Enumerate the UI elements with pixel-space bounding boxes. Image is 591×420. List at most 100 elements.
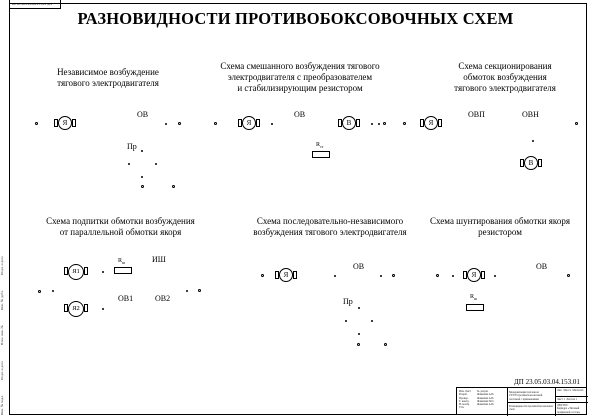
terminal (436, 274, 439, 277)
terminal (567, 274, 570, 277)
field-winding-label: ОВ (137, 110, 149, 119)
title-block: Изм. Лист Разраб. Провер. Т. контр. Н. к… (456, 387, 588, 416)
node-dot (378, 123, 380, 125)
brush (84, 267, 88, 275)
node-dot (102, 271, 104, 273)
brush (438, 119, 442, 127)
node-dot (102, 308, 104, 310)
shunt-resistor (466, 304, 484, 311)
terminal (261, 274, 264, 277)
field-winding-2-label: ОВ2 (155, 294, 171, 303)
tb-sign-col: № докум. Фамилия А.И. Фамилия А.И. Фамил… (477, 390, 495, 407)
terminal (214, 122, 217, 125)
terminal (198, 289, 201, 292)
terminal (392, 274, 395, 277)
inductive-shunt-label: ИШ (152, 255, 166, 264)
page-title: РАЗНОВИДНОСТИ ПРОТИВОБОКСОВОЧНЫХ СХЕМ (77, 9, 514, 28)
brush (356, 119, 360, 127)
brush (72, 119, 76, 127)
converter-motor: В (342, 116, 356, 130)
node-dot (128, 163, 130, 165)
node-dot (155, 163, 157, 165)
brush (64, 304, 68, 312)
node-dot (345, 320, 347, 322)
shunt-resistor-label: Rш (118, 258, 126, 266)
terminal (383, 122, 386, 125)
node-dot (271, 123, 273, 125)
top-stamp: 04 12.3.05.03.04.153.01 ДП (9, 0, 61, 9)
armature-motor: Я (424, 116, 438, 130)
independent-field-label: ОВН (522, 110, 539, 119)
brush (520, 159, 524, 167)
brush (481, 271, 485, 279)
scheme-4-title: Схема подпитки обмотки возбуждения от па… (46, 216, 195, 237)
exciter-motor: В (524, 156, 538, 170)
stabilizing-resistor (312, 151, 330, 158)
node-dot (371, 320, 373, 322)
terminal (172, 185, 175, 188)
node-dot (52, 290, 54, 292)
terminal (384, 343, 387, 346)
node-dot (380, 275, 382, 277)
shunt-resistor-label: Rш (470, 294, 478, 302)
terminal (357, 343, 360, 346)
tb-right-bottom: ДВГУПС Кафедра «Тяговый подвижной состав… (557, 404, 581, 414)
armature-motor: Я (242, 116, 256, 130)
terminal (575, 122, 578, 125)
brush (256, 119, 260, 127)
node-dot (334, 275, 336, 277)
brush (420, 119, 424, 127)
brush (293, 271, 297, 279)
tb-sheet-name: Разновидности противобоксовочных схем (509, 405, 553, 412)
armature-motor: Я (467, 268, 481, 282)
node-dot (532, 140, 534, 142)
shunt-resistor (114, 267, 132, 274)
brush (64, 267, 68, 275)
terminal (38, 290, 41, 293)
brush (538, 159, 542, 167)
terminal (141, 185, 144, 188)
scheme-5-title: Схема последовательно-независимого возбу… (253, 216, 407, 237)
scheme-2-title: Схема смешанного возбуждения тягового эл… (220, 61, 380, 93)
armature-2-motor: Я2 (68, 301, 84, 317)
node-dot (358, 307, 360, 309)
field-winding-label: ОВ (536, 262, 548, 271)
node-dot (165, 123, 167, 125)
terminal (35, 122, 38, 125)
node-dot (141, 176, 143, 178)
document-code: ДП 23.05.03.04.153.01 (514, 378, 580, 386)
tb-left-col: Изм. Лист Разраб. Провер. Т. контр. Н. к… (459, 390, 472, 410)
armature-1-motor: Я1 (68, 264, 84, 280)
scheme-6-title: Схема шунтирования обмотки якоря резисто… (430, 216, 570, 237)
scheme-1-title: Независимое возбуждение тягового электро… (57, 67, 159, 88)
tb-right-top: Лит. Масса Масштаб (557, 389, 584, 392)
armature-motor: Я (58, 116, 72, 130)
brush (54, 119, 58, 127)
terminal (403, 122, 406, 125)
terminal (178, 122, 181, 125)
node-dot (186, 290, 188, 292)
node-dot (358, 333, 360, 335)
brush (275, 271, 279, 279)
armature-motor: Я (279, 268, 293, 282)
series-field-label: ОВП (468, 110, 485, 119)
stabilizing-resistor-label: Rст (316, 142, 324, 150)
node-dot (371, 123, 373, 125)
node-dot (494, 275, 496, 277)
tb-project-name: Модернизация тепловоза 2ТЭ70 противобокс… (509, 391, 543, 401)
reverser-label: Пр (127, 142, 137, 151)
brush (84, 304, 88, 312)
brush (338, 119, 342, 127)
drawing-frame (9, 3, 587, 415)
brush (463, 271, 467, 279)
node-dot (452, 275, 454, 277)
node-dot (141, 150, 143, 152)
field-winding-label: ОВ (294, 110, 306, 119)
field-winding-label: ОВ (353, 262, 365, 271)
side-stamp: Инв. № подл. Подп. и дата Взам. инв. № И… (0, 256, 4, 415)
tb-right-mid: Лист 1 Листов 1 (557, 398, 578, 401)
reverser-label: Пр (343, 297, 353, 306)
scheme-3-title: Схема секционирования обмоток возбуждени… (454, 61, 556, 93)
brush (238, 119, 242, 127)
field-winding-1-label: ОВ1 (118, 294, 134, 303)
